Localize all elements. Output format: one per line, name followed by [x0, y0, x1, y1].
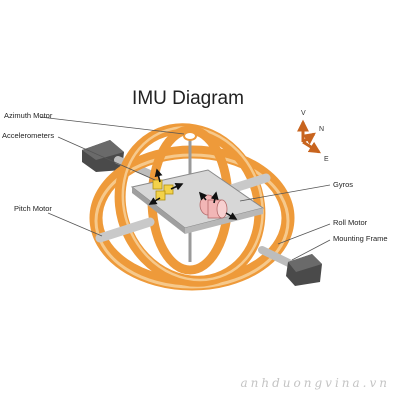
- compass-e-label: E: [324, 156, 329, 163]
- compass-icon: V N E: [297, 110, 329, 163]
- diagram-title: IMU Diagram: [132, 88, 244, 109]
- accelerometer-cluster: [148, 168, 184, 205]
- callout-lines: [39, 116, 331, 261]
- compass-v-label: V: [301, 110, 306, 117]
- watermark: anhduongvina.vn: [240, 376, 390, 390]
- label-roll-motor: Roll Motor: [333, 218, 368, 227]
- right-mounting-frame: [286, 254, 322, 286]
- label-mounting-frame: Mounting Frame: [333, 234, 388, 243]
- compass-n-label: N: [319, 126, 324, 133]
- azimuth-motor: [183, 131, 197, 141]
- label-azimuth-motor: Azimuth Motor: [4, 111, 53, 120]
- gyro-cluster: [198, 191, 238, 220]
- label-accelerometers: Accelerometers: [2, 131, 54, 140]
- label-gyros: Gyros: [333, 180, 353, 189]
- left-mounting-frame: [82, 140, 124, 172]
- label-pitch-motor: Pitch Motor: [14, 204, 52, 213]
